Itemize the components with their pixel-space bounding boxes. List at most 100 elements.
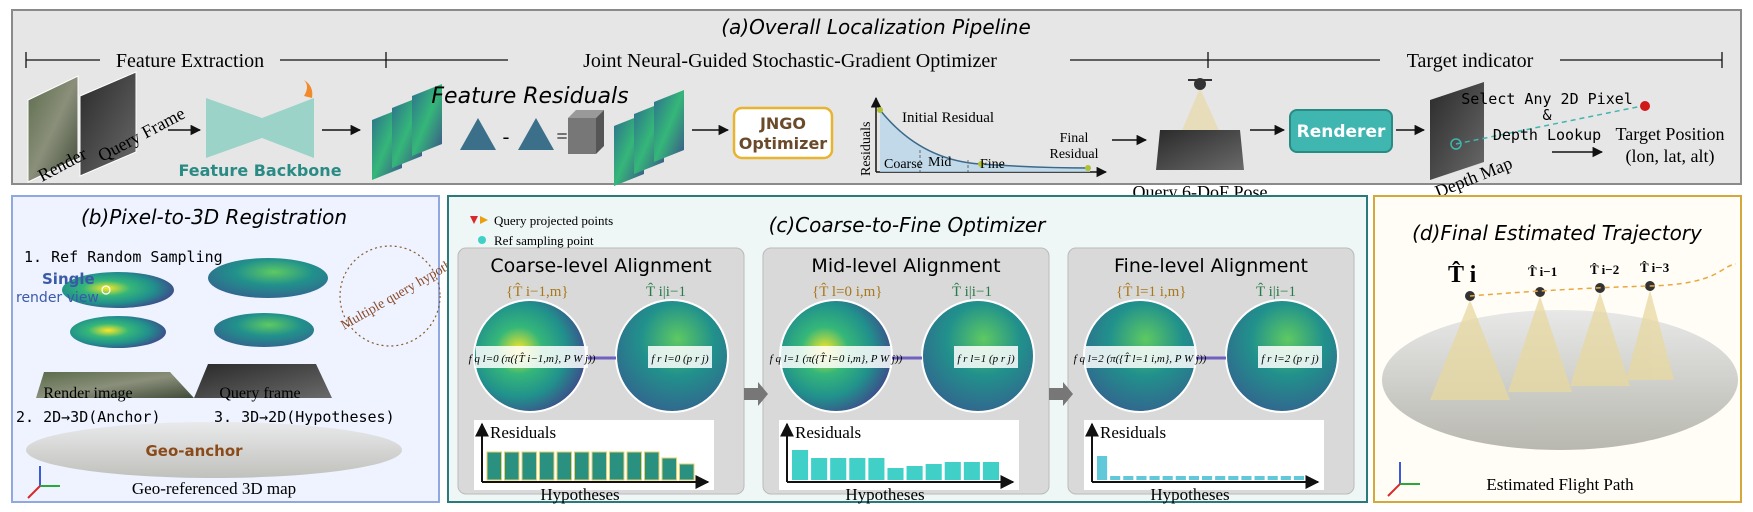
target-position-label-1: Target Position [1616,124,1725,144]
final-residual-label-2: Residual [1050,147,1099,162]
renderer-box [1289,109,1393,153]
render-query-images [27,71,137,183]
residual-bar [661,457,677,481]
t-i3-label: T̂ i−3 [1640,260,1670,275]
section-feature-extraction: Feature Extraction [116,50,264,72]
residual-bar [1202,476,1213,480]
query-point-icon-2 [480,216,488,224]
select-amp: & [1542,106,1551,124]
residual-bar [887,468,904,480]
residual-bar [591,451,607,481]
panel-d-title: (d)Final Estimated Trajectory [1412,221,1703,245]
backbone-encoder [206,98,262,158]
residual-bar [868,458,885,480]
step1-label: 1. Ref Random Sampling [24,248,223,266]
residual-bar [1123,476,1134,480]
formula-boxes [476,346,1322,368]
renderer-label: Renderer [1297,122,1386,142]
jngo-label-2: Optimizer [739,134,828,153]
coarse-fr-formula: f r l=0 (p r j) [651,353,709,365]
mid-hyp-label: {T̂ l=0 i,m} [812,283,883,300]
residual-bar [1280,476,1291,480]
coarse-fq-formula: f q l=0 (π({T̂ i−1,m}, P W j)) [469,352,596,365]
residual-bar [539,451,555,481]
bar-chart-axes [475,422,1320,489]
feature-backbone-label: Feature Backbone [178,161,341,180]
fine-fr-formula: f r l=2 (p r j) [1261,353,1319,365]
legend-ref-label: Ref sampling point [494,233,594,248]
residual-bar [1293,476,1304,480]
geo-anchor-label: Geo-anchor [145,442,243,460]
fine-label: Fine [980,157,1005,172]
residual-curve-plot [870,96,1108,178]
mid-fq-formula: f q l=1 (π({T̂ l=0 i,m}, P W j)) [770,352,903,365]
heat-discs-right [208,258,328,347]
fine-fq-formula: f q l=2 (π({T̂ l=1 i,m}, P W j)) [1074,352,1207,365]
feature-residuals-label: Feature Residuals [431,84,628,109]
coarse-title: Coarse-level Alignment [490,255,711,277]
residual-bar [609,451,625,481]
fine-hyp-label: {T̂ l=1 i,m} [1116,283,1187,300]
panel-c-title: (c)Coarse-to-Fine Optimizer [769,213,1048,237]
fine-tref-label: T̂ i|i−1 [1256,283,1296,300]
residual-bar [925,464,942,480]
query-frame-image [194,364,332,398]
equals-sign: = [556,126,567,148]
selected-pixel-marker [1450,138,1462,150]
target-position-label-2: (lon, lat, alt) [1626,146,1715,167]
lookup-dashed-line [1455,105,1643,145]
residual-bar [811,458,828,480]
section-divider [25,52,1723,68]
residual-bar [1215,476,1226,480]
residual-bar [1267,476,1278,480]
residual-bar [1254,476,1265,480]
heat-discs-left [62,272,174,348]
fine-hypotheses-label: Hypotheses [1150,485,1229,504]
feature-maps-right [614,90,684,186]
legend-query-label: Query projected points [494,213,613,228]
query-point-icon [470,216,478,224]
residual-bar [1162,476,1173,480]
coarse-tref-label: T̂ i|i−1 [646,283,686,300]
residual-bar [1188,476,1199,480]
query-pose-view [1156,78,1244,170]
section-jngo: Joint Neural-Guided Stochastic-Gradient … [583,50,997,72]
step2-label: 2. 2D→3D(Anchor) [16,408,161,426]
residual-bar [906,466,923,480]
pyramid-icons [460,110,604,154]
residual-bar [626,451,642,481]
single-label: Single [42,270,95,288]
t-i-label: T̂ i [1448,261,1477,288]
residual-bar [830,458,847,480]
residual-bar [504,451,520,481]
residual-bar [556,451,572,481]
step3-label: 3. 3D→2D(Hypotheses) [214,408,395,426]
mid-title: Mid-level Alignment [811,255,1000,277]
target-point-marker [1640,101,1650,111]
render-image-label: Render image [43,385,132,402]
coarse-residuals-label: Residuals [490,423,556,442]
minus-sign: - [503,126,510,148]
axes-icon-b [27,466,60,499]
section-target-indicator: Target indicator [1407,50,1534,72]
residual-bar [982,462,999,480]
fine-bars [1097,456,1304,480]
render-view-label: render view [16,290,99,306]
depth-lookup-label: Depth Lookup [1493,126,1601,144]
depth-map-image [1430,82,1484,180]
residual-bar [849,458,866,480]
ref-point-icon [478,236,486,244]
residual-bar [1136,476,1147,480]
coarse-hypotheses-label: Hypotheses [540,485,619,504]
residual-bar [679,463,695,481]
residual-bar [792,450,809,480]
mid-tref-label: T̂ i|i−1 [952,283,992,300]
mid-fr-formula: f r l=1 (p r j) [957,353,1015,365]
residual-bar [963,462,980,480]
mid-label: Mid [928,155,951,170]
panel-b-title: (b)Pixel-to-3D Registration [81,205,347,229]
jngo-label-1: JNGO [759,114,806,133]
residual-bar [1097,456,1108,480]
feature-maps-left [372,84,442,180]
query-frame-label-b: Query frame [219,385,300,402]
